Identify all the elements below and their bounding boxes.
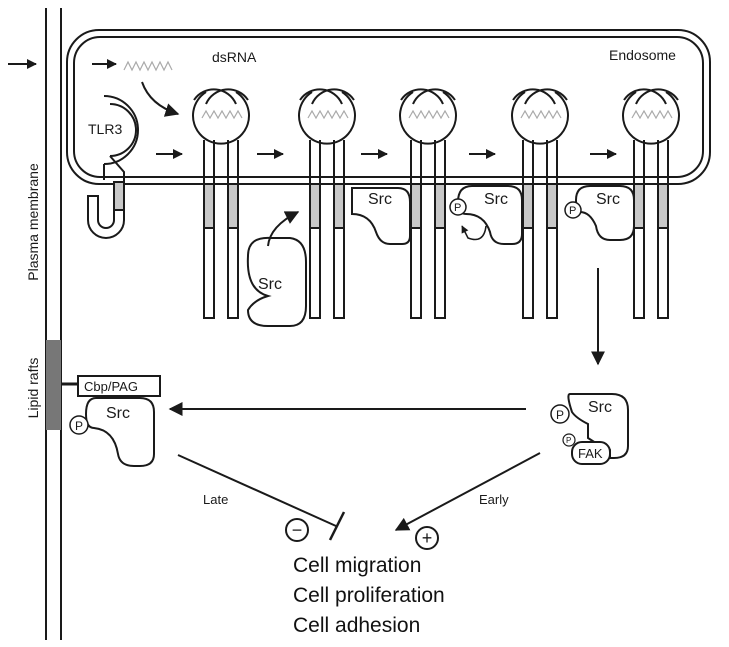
phospho-label: P bbox=[569, 205, 576, 217]
phospho-badge bbox=[550, 404, 570, 424]
tlr3-dimer bbox=[192, 88, 250, 319]
src-phosphorylated: Src P bbox=[564, 185, 635, 241]
inhibition-bar bbox=[328, 511, 346, 541]
src-autophosphorylation: Src P bbox=[449, 185, 523, 245]
late-label: Late bbox=[203, 492, 228, 507]
endosome bbox=[66, 29, 711, 185]
src-bound: Src bbox=[351, 187, 411, 245]
dsrna-strand bbox=[123, 60, 173, 72]
cbp-pag-label: Cbp/PAG bbox=[84, 379, 138, 394]
src-label: Src bbox=[368, 191, 392, 208]
src-label: Src bbox=[588, 399, 612, 416]
outcomes-list: Cell migration Cell proliferation Cell a… bbox=[293, 554, 445, 637]
src-recruitment-arrow bbox=[267, 211, 300, 247]
tlr3-dimer bbox=[511, 88, 569, 319]
plasma-membrane bbox=[45, 8, 62, 640]
early-label: Early bbox=[479, 492, 509, 507]
minus-label: − bbox=[292, 520, 303, 540]
src-label: Src bbox=[106, 405, 130, 422]
late-inhibition-line bbox=[177, 454, 337, 527]
plus-label: + bbox=[422, 528, 433, 548]
outcome-proliferation: Cell proliferation bbox=[293, 584, 445, 607]
phospho-label: P bbox=[75, 419, 83, 433]
src-label: Src bbox=[596, 191, 620, 208]
lipid-raft-block bbox=[46, 340, 61, 430]
phospho-label: P bbox=[454, 202, 461, 214]
outcome-migration: Cell migration bbox=[293, 554, 421, 577]
plus-badge bbox=[415, 526, 439, 550]
autophosphorylation-arrow bbox=[461, 225, 487, 241]
src-raft: Src P bbox=[69, 397, 155, 467]
cbp-pag-box bbox=[77, 375, 161, 397]
dsrna-label: dsRNA bbox=[212, 49, 257, 65]
tlr3-monomer bbox=[87, 95, 139, 239]
fak-label: FAK bbox=[578, 446, 603, 461]
phospho-badge bbox=[449, 198, 467, 216]
src-free: Src bbox=[246, 236, 307, 327]
phospho-label: P bbox=[566, 436, 571, 445]
phospho-badge bbox=[564, 201, 582, 219]
phospho-badge-small bbox=[562, 433, 576, 447]
endosome-label: Endosome bbox=[609, 47, 676, 63]
minus-badge bbox=[285, 518, 309, 542]
src-label: Src bbox=[484, 191, 508, 208]
phospho-badge bbox=[69, 415, 89, 435]
dsrna-binding-arrow bbox=[141, 81, 180, 117]
src-fak-complex: Src P FAK P bbox=[550, 393, 629, 465]
lipid-rafts-label: Lipid rafts bbox=[25, 358, 41, 419]
fak-box bbox=[571, 441, 611, 465]
plasma-membrane-label: Plasma membrane bbox=[25, 163, 41, 281]
src-label: Src bbox=[258, 276, 282, 293]
phospho-label: P bbox=[556, 408, 564, 422]
early-activation-arrow bbox=[394, 452, 541, 531]
tlr3-dimer bbox=[298, 88, 356, 319]
tlr3-label: TLR3 bbox=[88, 121, 122, 137]
outcome-adhesion: Cell adhesion bbox=[293, 614, 420, 637]
